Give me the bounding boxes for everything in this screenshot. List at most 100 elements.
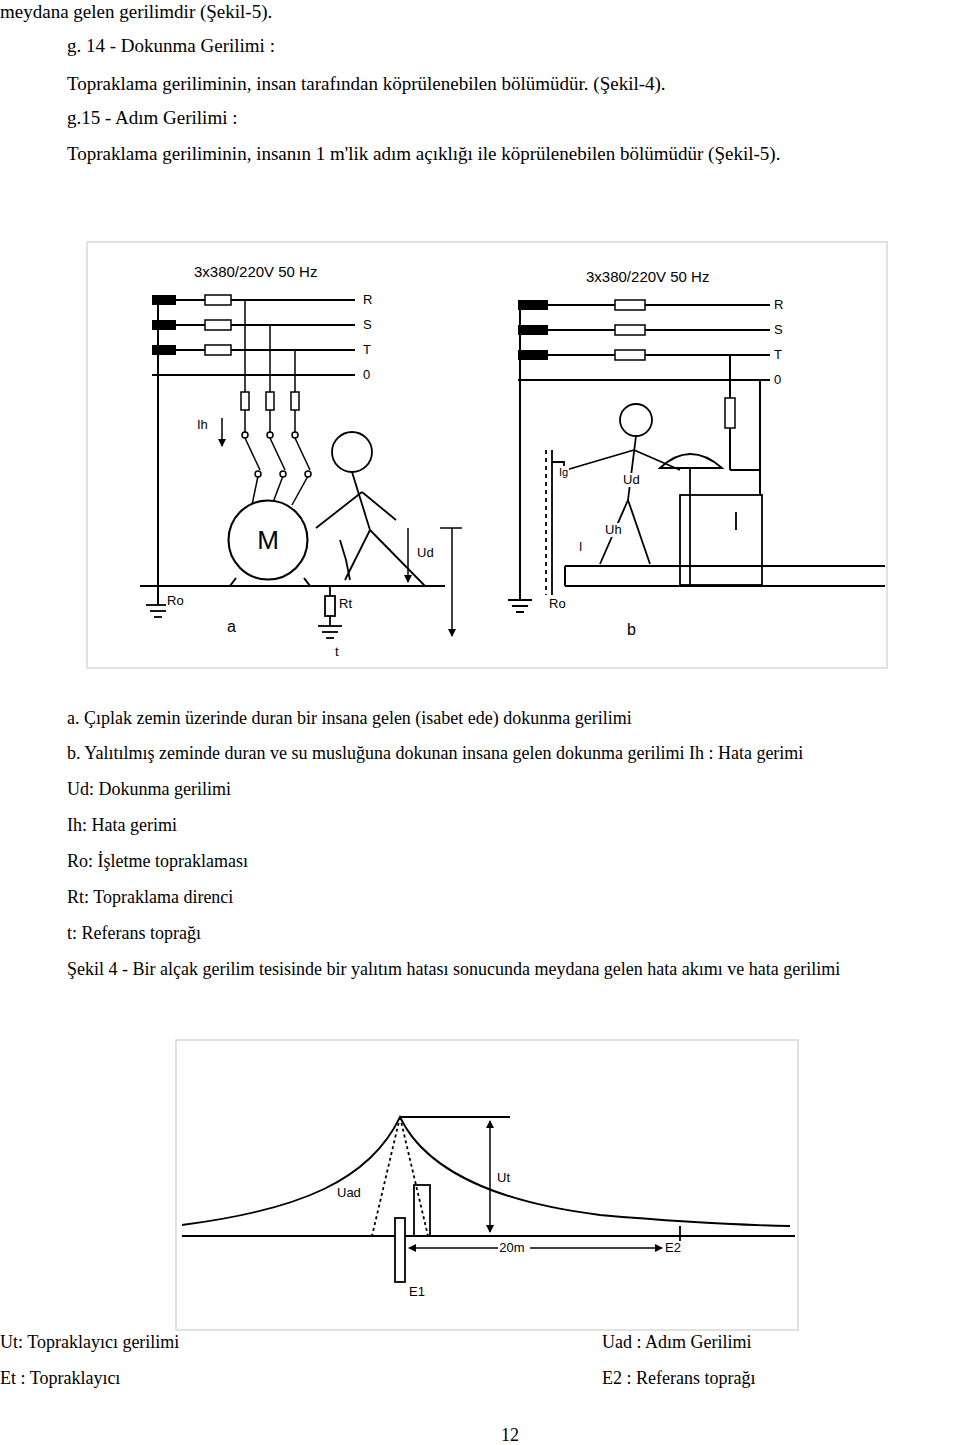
earth-symbols-a	[325, 596, 335, 616]
figure-frame	[87, 242, 887, 668]
branch-wires-a	[270, 438, 285, 470]
body-text: Ud: Dokunma gerilimi	[67, 779, 231, 800]
figure-caption: Şekil 4 - Bir alçak gerilim tesisinde bi…	[67, 959, 840, 980]
body-text: 12	[501, 1425, 519, 1445]
fuse-symbols-a	[205, 320, 231, 330]
body-text: Rt: Topraklama direnci	[67, 887, 233, 908]
branch-wires-a	[244, 410, 246, 432]
touch-voltage-arrow-a	[407, 528, 409, 582]
appliance-b	[735, 512, 737, 530]
body-text: g. 14 - Dokunma Gerilimi :	[67, 35, 275, 57]
person-figure-a	[316, 492, 362, 528]
fuse-symbols-b	[615, 325, 645, 335]
figure-label: Uad	[336, 1186, 362, 1201]
supply-lines-a	[152, 300, 355, 605]
appliance-b	[689, 495, 691, 585]
dimension-arrows	[409, 1121, 662, 1248]
branch-wires-a	[252, 476, 258, 505]
body-text: Ut: Topraklayıcı gerilimi	[0, 1332, 179, 1353]
figure-label: E1	[408, 1285, 426, 1300]
earth-electrode	[414, 1185, 430, 1236]
figure-label: Rt	[338, 597, 353, 612]
circle-outline	[229, 501, 308, 580]
potential-curve	[182, 1117, 790, 1226]
fault-current-arrow-a	[221, 418, 223, 446]
appliance-b	[689, 468, 691, 495]
floor-b	[565, 565, 885, 567]
potential-curve	[182, 1117, 795, 1236]
supply-lines-b	[729, 355, 731, 398]
line-blocks-a	[152, 295, 176, 305]
figure-label: Ro	[548, 597, 567, 612]
supply-lines-a	[152, 299, 355, 301]
supply-lines-b	[519, 305, 521, 600]
figure-label: R	[362, 293, 373, 308]
floor-b	[508, 566, 885, 612]
figure-label: T	[362, 343, 372, 358]
person-figure-b	[566, 450, 634, 470]
person-figure-b	[600, 500, 628, 564]
figure-label: 3x380/220V 50 Hz	[193, 263, 318, 280]
body-text: E2 : Referans toprağı	[602, 1368, 755, 1389]
switch-contacts-a	[292, 432, 298, 438]
earth-symbols-a	[329, 586, 331, 596]
supply-lines-b	[730, 469, 760, 471]
touch-voltage-arrow-a	[451, 528, 453, 636]
switch-contacts-a	[242, 432, 248, 438]
dimension-arrows	[530, 1247, 662, 1249]
figure-label: 0	[773, 373, 782, 388]
figure-label: 3x380/220V 50 Hz	[585, 268, 710, 285]
supply-lines-a	[152, 324, 355, 326]
earth-electrode	[395, 1218, 405, 1282]
figure-label: T	[773, 348, 783, 363]
line-blocks-b	[518, 300, 548, 310]
floor-b	[565, 585, 885, 587]
branch-wires-a	[292, 476, 308, 505]
figure-label: Ih	[196, 418, 209, 433]
fuse-symbols-b	[725, 398, 735, 428]
body-text: Ro: İşletme topraklaması	[67, 851, 248, 872]
appliance-b	[680, 495, 762, 585]
figure-label: Ro	[166, 594, 185, 609]
line-blocks-b	[518, 350, 548, 360]
person-figure-b	[620, 404, 652, 436]
fuse-symbols-a	[205, 295, 299, 410]
touch-voltage-arrow-a	[408, 528, 462, 636]
line-blocks-a	[152, 320, 176, 330]
person-figure-a	[316, 432, 425, 586]
figure-label: t	[334, 645, 340, 660]
branch-wires-a	[295, 438, 310, 470]
branch-wires-a	[269, 410, 271, 432]
body-text: t: Referans toprağı	[67, 923, 201, 944]
line-blocks-b	[518, 300, 548, 360]
floor-b	[512, 605, 528, 607]
supply-lines-b	[729, 428, 731, 470]
fuse-symbols-a	[266, 392, 274, 410]
potential-curve	[182, 1235, 795, 1237]
branch-wires-a	[245, 438, 260, 470]
figure-label: 20m	[498, 1241, 525, 1256]
water-tap-b	[551, 450, 553, 595]
body-text: Ih: Hata gerimi	[67, 815, 177, 836]
branch-wires-a	[294, 350, 296, 392]
figure-frame	[176, 1040, 798, 1330]
fuse-symbols-a	[205, 295, 231, 305]
person-figure-a	[352, 472, 370, 530]
potential-curve	[400, 1116, 510, 1118]
person-figure-b	[566, 404, 680, 564]
motor-base-a	[140, 585, 445, 587]
person-figure-b	[628, 500, 650, 564]
body-text: Topraklama geriliminin, insanın 1 m'lik …	[67, 143, 780, 165]
figure-label: a	[226, 618, 237, 636]
earth-symbols-a	[318, 625, 342, 627]
dimension-arrows	[489, 1121, 491, 1180]
line-blocks-b	[518, 325, 548, 335]
figure-label: Uh	[604, 523, 623, 538]
motor-letter: M	[257, 525, 279, 556]
floor-b	[564, 566, 566, 586]
figure-label: E2	[664, 1241, 682, 1256]
figure-label: S	[773, 323, 784, 338]
branch-wires-a	[245, 300, 310, 505]
switch-contacts-a	[267, 432, 273, 438]
figure-label: Ud	[416, 546, 435, 561]
